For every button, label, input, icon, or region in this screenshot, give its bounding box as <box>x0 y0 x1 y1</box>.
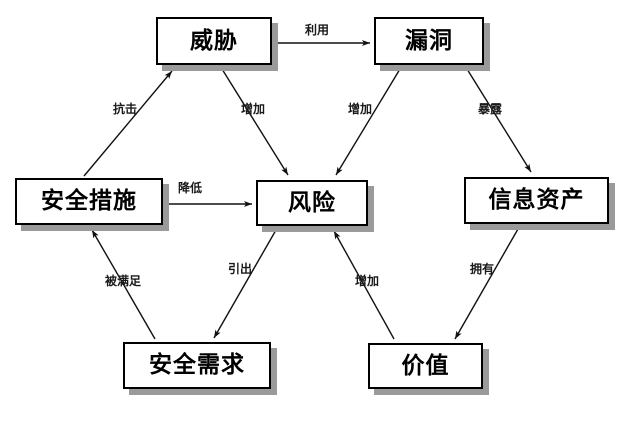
node-asset[interactable]: 信息资产 <box>464 177 609 224</box>
edge-line-value-increases-risk <box>333 230 395 340</box>
edge-label-threat-exploits-vulnerability: 利用 <box>305 23 330 37</box>
edge-label-threat-increases-risk: 增加 <box>241 102 266 116</box>
node-requirement[interactable]: 安全需求 <box>123 342 271 389</box>
node-threat[interactable]: 威胁 <box>156 17 272 65</box>
edge-line-vulnerability-exposes-asset <box>466 68 532 173</box>
edge-line-risk-derives-requirement <box>213 229 277 339</box>
edge-line-requirement-satisfied-by-safeguard <box>91 229 156 340</box>
edge-label-risk-derives-requirement: 引出 <box>228 262 253 276</box>
edge-line-threat-increases-risk <box>221 68 289 176</box>
node-label-asset: 信息资产 <box>488 187 585 213</box>
edge-label-vulnerability-exposes-asset: 暴露 <box>478 102 503 116</box>
node-label-risk: 风险 <box>288 189 336 216</box>
node-label-vulnerability: 漏洞 <box>405 27 453 54</box>
edge-label-requirement-satisfied-by-safeguard: 被满足 <box>105 274 142 288</box>
edge-line-asset-has-value <box>454 228 519 340</box>
edge-label-vulnerability-increases-risk: 增加 <box>348 102 373 116</box>
edge-label-safeguard-reduces-risk: 降低 <box>178 181 203 195</box>
node-value[interactable]: 价值 <box>368 343 483 389</box>
node-label-value: 价值 <box>401 352 450 379</box>
node-label-requirement: 安全需求 <box>149 352 245 378</box>
node-label-safeguard: 安全措施 <box>41 188 137 214</box>
node-label-threat: 威胁 <box>190 27 238 54</box>
edge-label-asset-has-value: 拥有 <box>470 262 495 276</box>
node-safeguard[interactable]: 安全措施 <box>15 178 163 225</box>
edge-line-safeguard-counters-threat <box>83 70 173 177</box>
edge-line-vulnerability-increases-risk <box>335 68 401 176</box>
node-vulnerability[interactable]: 漏洞 <box>374 17 484 65</box>
edge-label-safeguard-counters-threat: 抗击 <box>113 102 138 116</box>
edge-label-value-increases-risk: 增加 <box>355 274 380 288</box>
node-risk[interactable]: 风险 <box>256 180 368 226</box>
